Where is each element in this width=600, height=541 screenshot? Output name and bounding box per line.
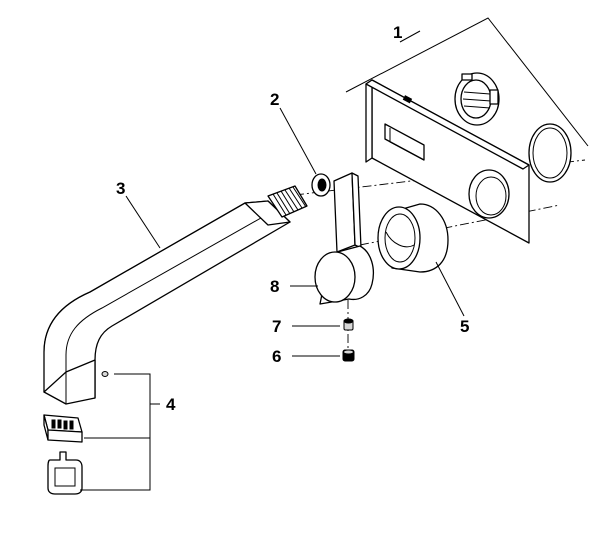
leader-lines [80,17,589,491]
leader-2 [279,107,317,175]
label-part-6: 6 [272,347,281,366]
cartridge-nut-rib-2 [462,98,492,102]
label-part-8: 8 [270,277,279,296]
wall-plate-mark [402,95,413,104]
cartridge-nut-tab-top [461,73,473,81]
aerator-key-window [54,467,76,487]
leader-3 [125,195,161,249]
sleeve-front-rim [377,206,421,270]
wall-plate-edge [365,79,373,163]
label-part-1: 1 [393,23,402,42]
part-7-screw [343,318,354,331]
sleeve-inner-rim [384,213,416,263]
aerator-key [47,451,83,495]
screw-7-head [343,318,354,324]
wall-plate-opening [468,169,510,219]
lever-hub-face [314,251,356,303]
spout-thread-lines [272,186,307,216]
spout-rear-face [244,200,291,226]
aerator-slots [51,419,74,430]
leader-4-bracket [80,373,151,491]
leader-5 [435,261,465,317]
part-4-aerator-set [43,414,83,495]
label-part-2: 2 [270,90,279,109]
wall-plate-top [365,79,530,170]
part-number-labels: 1 2 3 4 5 6 7 8 [116,23,469,414]
label-part-7: 7 [272,317,281,336]
screw-6-head [343,349,354,355]
spout-edge-top [43,202,246,353]
o-ring-inner [532,127,568,179]
cartridge-nut-rib-3 [463,105,491,109]
wall-plate-opening-inner [475,176,507,216]
sleeve-inner-shadow [385,231,415,248]
wall-plate-slot-depth [389,128,425,161]
spout-outlet-face [43,359,96,405]
cartridge-nut-tab [489,89,499,105]
part-2-connector-ring [311,173,331,197]
part-5-sleeve [377,203,449,273]
connector-ring-hole [317,178,327,192]
spout-screw-hole [101,371,109,377]
label-part-4: 4 [166,395,176,414]
part-1-wall-plate-assembly [365,72,572,244]
o-ring-outer [528,123,572,183]
part-3-spout [43,185,308,405]
part-8-lever-handle [314,172,375,305]
leader-1 [345,17,589,147]
aerator-front [47,429,83,443]
label-part-3: 3 [116,179,125,198]
leader-1-stub [399,30,421,43]
label-part-5: 5 [460,317,469,336]
spout-edge-mid [65,213,269,392]
cartridge-nut-rib-1 [463,91,491,95]
part-6-screw [342,349,355,362]
